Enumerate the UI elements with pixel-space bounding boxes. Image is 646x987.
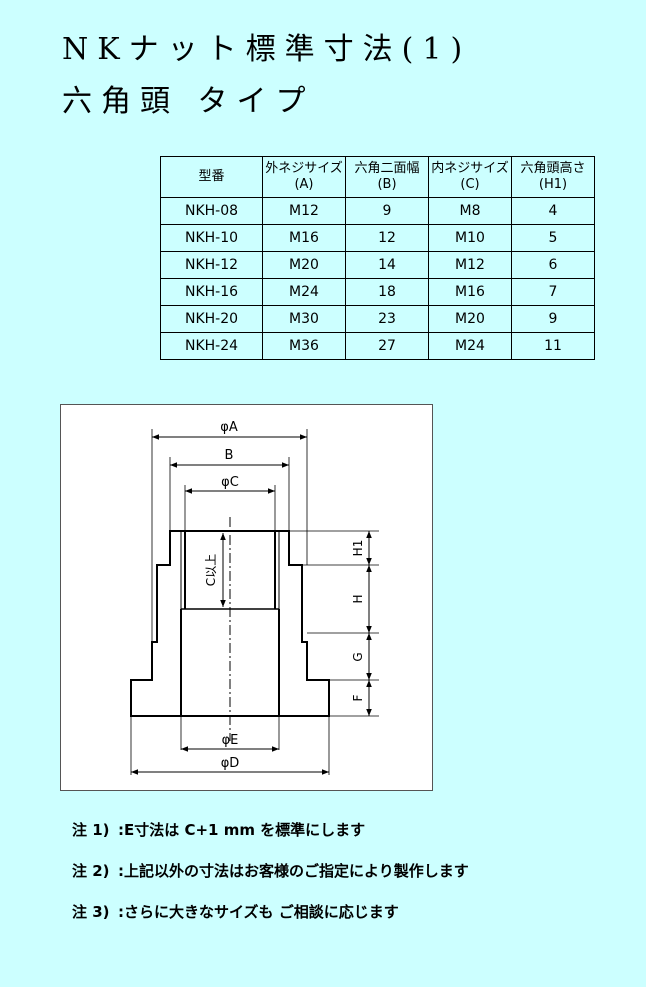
note-2: 注 2) :上記以外の寸法はお客様のご指定により製作します [72,859,469,900]
cell-hex-width: 23 [345,305,429,333]
header-hex-height-symbol: (H1) [538,177,568,192]
cell-inner-thread: M8 [428,197,512,225]
table-row: NKH-10 M16 12 M10 5 [160,224,595,252]
cell-hex-height: 4 [511,197,595,225]
nut-drawing-svg: φA B φC φE φD H1 H G F C以上 [130,420,379,775]
header-hex-height: 六角頭高さ (H1) [511,156,595,198]
cell-inner-thread: M24 [428,332,512,360]
cell-model: NKH-12 [160,251,263,279]
cell-hex-height: 9 [511,305,595,333]
cell-hex-width: 9 [345,197,429,225]
table-row: NKH-16 M24 18 M16 7 [160,278,595,306]
label-phi-a: φA [220,420,238,435]
label-g: G [351,652,365,661]
header-model-label: 型番 [198,169,225,184]
cell-inner-thread: M16 [428,278,512,306]
table-header-row: 型番 外ネジサイズ (A) 六角二面幅 (B) 内ネジサイズ (C) 六角頭高さ… [160,156,595,198]
header-hex-width-label: 六角二面幅 [354,161,420,176]
cell-model: NKH-10 [160,224,263,252]
header-model: 型番 [160,156,263,198]
cell-inner-thread: M10 [428,224,512,252]
note-text: :上記以外の寸法はお客様のご指定により製作します [118,862,469,880]
table-row: NKH-12 M20 14 M12 6 [160,251,595,279]
header-hex-height-label: 六角頭高さ [520,161,586,176]
header-inner-thread: 内ネジサイズ (C) [428,156,512,198]
header-outer-thread-symbol: (A) [294,177,314,192]
cell-inner-thread: M20 [428,305,512,333]
nut-cross-section-drawing: φA B φC φE φD H1 H G F C以上 [60,404,433,791]
cell-hex-width: 27 [345,332,429,360]
cell-hex-height: 7 [511,278,595,306]
note-text: :E寸法は C+1 mm を標準にします [118,821,366,839]
note-number: 注 1) [72,821,110,839]
page-subtitle: 六角頭 タイプ [62,84,315,119]
cell-model: NKH-16 [160,278,263,306]
header-inner-thread-symbol: (C) [460,177,480,192]
note-number: 注 3) [72,903,110,921]
cell-outer-thread: M20 [262,251,346,279]
note-1: 注 1) :E寸法は C+1 mm を標準にします [72,818,469,859]
cell-inner-thread: M12 [428,251,512,279]
label-h1: H1 [351,540,365,557]
label-phi-e: φE [222,733,239,748]
cell-outer-thread: M36 [262,332,346,360]
note-3: 注 3) :さらに大きなサイズも ご相談に応じます [72,900,469,941]
cell-hex-width: 14 [345,251,429,279]
page-title: NKナット標準寸法(1) [62,32,472,67]
cell-hex-height: 6 [511,251,595,279]
cell-hex-width: 18 [345,278,429,306]
note-number: 注 2) [72,862,110,880]
table-row: NKH-08 M12 9 M8 4 [160,197,595,225]
notes-section: 注 1) :E寸法は C+1 mm を標準にします 注 2) :上記以外の寸法はお客… [72,818,469,941]
cell-outer-thread: M16 [262,224,346,252]
label-c-above: C以上 [204,554,218,586]
cell-model: NKH-24 [160,332,263,360]
table-row: NKH-20 M30 23 M20 9 [160,305,595,333]
label-f: F [351,694,365,701]
label-h: H [351,594,365,603]
note-text: :さらに大きなサイズも ご相談に応じます [118,903,399,921]
cell-hex-height: 11 [511,332,595,360]
cell-hex-width: 12 [345,224,429,252]
label-phi-d: φD [221,756,240,771]
dimension-table: 型番 外ネジサイズ (A) 六角二面幅 (B) 内ネジサイズ (C) 六角頭高さ… [160,156,595,360]
cell-hex-height: 5 [511,224,595,252]
header-outer-thread-label: 外ネジサイズ [265,161,343,176]
label-phi-c: φC [221,475,239,490]
table-row: NKH-24 M36 27 M24 11 [160,332,595,360]
label-b: B [225,448,234,463]
cell-model: NKH-20 [160,305,263,333]
cell-outer-thread: M24 [262,278,346,306]
cell-outer-thread: M30 [262,305,346,333]
header-inner-thread-label: 内ネジサイズ [431,161,509,176]
cell-outer-thread: M12 [262,197,346,225]
header-outer-thread: 外ネジサイズ (A) [262,156,346,198]
header-hex-width: 六角二面幅 (B) [345,156,429,198]
cell-model: NKH-08 [160,197,263,225]
header-hex-width-symbol: (B) [377,177,397,192]
